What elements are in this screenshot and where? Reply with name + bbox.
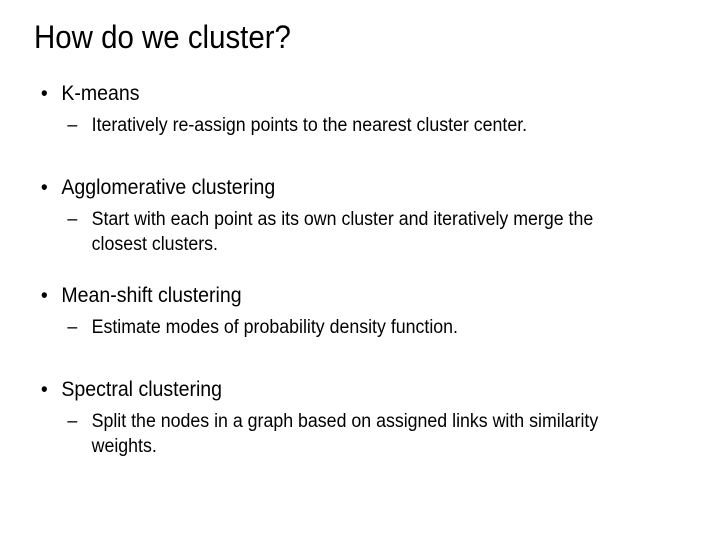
bullet-group-agglomerative-clustering: • Agglomerative clustering – Start with … <box>0 174 720 257</box>
sub-bullet-item-mean-shift-clustering: – Estimate modes of probability density … <box>0 315 673 340</box>
bullet-group-mean-shift-clustering: • Mean-shift clustering – Estimate modes… <box>0 282 720 340</box>
bullet-item-mean-shift-clustering: • Mean-shift clustering <box>0 282 670 309</box>
sub-bullet-item-k-means: – Iteratively re-assign points to the ne… <box>0 113 673 138</box>
bullet-item-agglomerative-clustering: • Agglomerative clustering <box>0 174 670 201</box>
sub-bullet-dash-icon: – <box>67 115 78 136</box>
sub-bullet-dash-icon: – <box>67 317 78 338</box>
sub-bullet-item-agglomerative-clustering: – Start with each point as its own clust… <box>0 207 673 257</box>
bullet-group-spectral-clustering: • Spectral clustering – Split the nodes … <box>0 376 720 459</box>
bullet-label: K-means <box>61 82 140 105</box>
sub-bullet-dash-icon: – <box>67 411 78 432</box>
spacer <box>0 138 720 168</box>
bullet-item-spectral-clustering: • Spectral clustering <box>0 376 670 403</box>
bullet-dot-icon: • <box>40 176 48 199</box>
spacer <box>0 340 720 370</box>
bullet-label: Agglomerative clustering <box>61 176 276 199</box>
page-title: How do we cluster? <box>34 19 291 55</box>
sub-bullet-dash-icon: – <box>67 209 78 230</box>
bullet-dot-icon: • <box>40 82 48 105</box>
sub-bullet-label: Iteratively re-assign points to the near… <box>91 115 528 136</box>
sub-bullet-label: Start with each point as its own cluster… <box>91 209 594 255</box>
sub-bullet-label: Split the nodes in a graph based on assi… <box>91 411 599 457</box>
spacer <box>0 257 720 276</box>
slide-body: • K-means – Iteratively re-assign points… <box>0 74 720 459</box>
bullet-dot-icon: • <box>40 284 48 307</box>
sub-bullet-label: Estimate modes of probability density fu… <box>91 317 458 338</box>
bullet-group-k-means: • K-means – Iteratively re-assign points… <box>0 80 720 138</box>
bullet-item-k-means: • K-means <box>0 80 670 107</box>
bullet-label: Mean-shift clustering <box>61 284 242 307</box>
sub-bullet-item-spectral-clustering: – Split the nodes in a graph based on as… <box>0 409 673 459</box>
bullet-dot-icon: • <box>40 378 48 401</box>
bullet-label: Spectral clustering <box>61 378 223 401</box>
